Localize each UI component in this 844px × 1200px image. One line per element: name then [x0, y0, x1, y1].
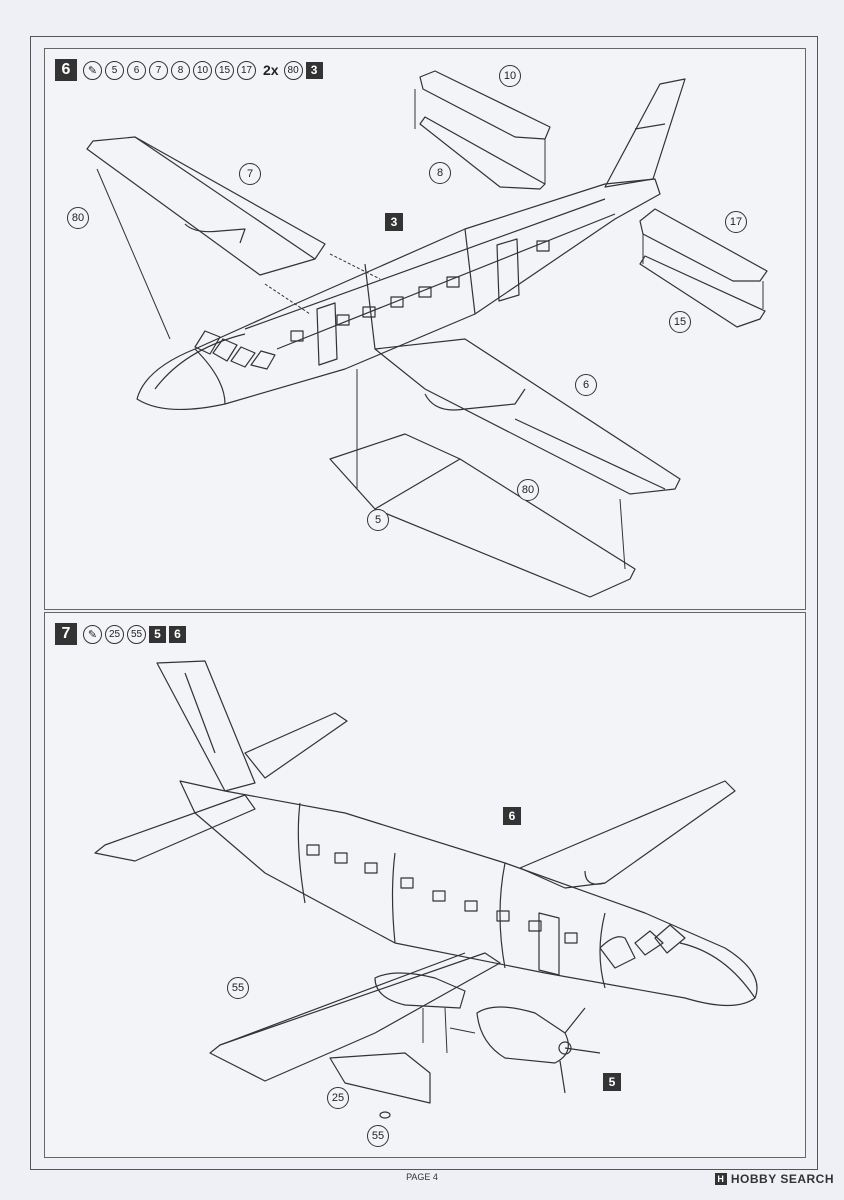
reference-step-box: 5 [603, 1073, 621, 1091]
part-callout: 17 [725, 211, 747, 233]
step-number: 6 [55, 59, 77, 81]
quantity-label: 2x [263, 62, 279, 78]
glue-tube-icon: ✎ [83, 60, 102, 80]
part-chip: 7 [149, 60, 168, 80]
aircraft-assembly-drawing-step7 [94, 660, 758, 1119]
part-chip: 6 [127, 60, 146, 80]
site-watermark: H HOBBY SEARCH [714, 1172, 834, 1186]
part-chip: 17 [237, 60, 256, 80]
step-7-panel: 7 ✎ 25 55 5 6 [44, 612, 806, 1158]
part-chip: 5 [105, 60, 124, 80]
step-6-header: 6 ✎ 5 6 7 8 10 15 17 2x 80 3 [55, 59, 323, 81]
part-callout: 25 [327, 1087, 349, 1109]
reference-step-box: 6 [169, 625, 186, 643]
watermark-text: HOBBY SEARCH [730, 1172, 834, 1186]
page-number: PAGE 4 [406, 1172, 438, 1182]
step-6-panel: 6 ✎ 5 6 7 8 10 15 17 2x 80 3 [44, 48, 806, 610]
part-callout: 55 [367, 1125, 389, 1147]
reference-step-box: 3 [305, 61, 323, 79]
part-callout: 7 [239, 163, 261, 185]
page-frame [30, 36, 818, 1170]
aircraft-assembly-drawing-step6 [86, 70, 768, 598]
reference-step-box: 3 [385, 213, 403, 231]
step-7-header: 7 ✎ 25 55 5 6 [55, 623, 186, 645]
part-callout: 8 [429, 162, 451, 184]
part-chip: 8 [171, 60, 190, 80]
reference-step-box: 5 [149, 625, 166, 643]
part-callout: 55 [227, 977, 249, 999]
part-callout: 5 [367, 509, 389, 531]
reference-step-box: 6 [503, 807, 521, 825]
part-callout: 6 [575, 374, 597, 396]
part-callout: 15 [669, 311, 691, 333]
part-chip: 15 [215, 60, 234, 80]
part-callout: 10 [499, 65, 521, 87]
glue-tube-icon: ✎ [83, 624, 102, 644]
part-chip: 55 [127, 624, 146, 644]
step-number: 7 [55, 623, 77, 645]
part-chip: 25 [105, 624, 124, 644]
store-logo-icon: H [714, 1173, 727, 1185]
part-chip: 80 [283, 60, 303, 80]
part-chip: 10 [193, 60, 212, 80]
part-callout: 80 [67, 207, 89, 229]
part-callout: 80 [517, 479, 539, 501]
